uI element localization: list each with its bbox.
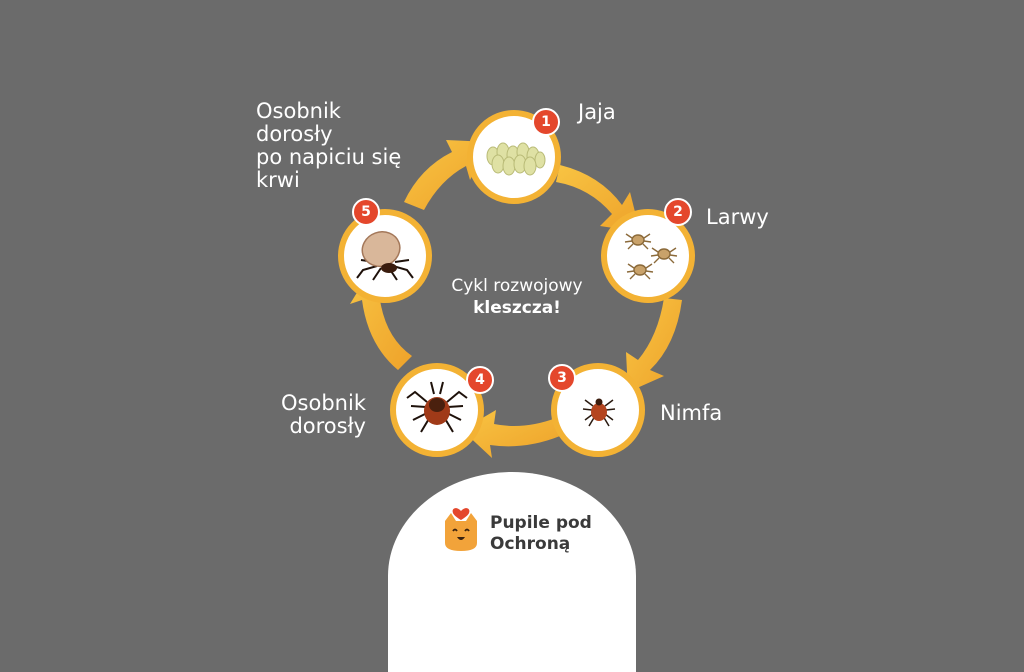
diagram-title-line1: Cykl rozwojowy bbox=[451, 276, 583, 296]
step-badge-5: 5 bbox=[352, 198, 380, 226]
step-badge-2: 2 bbox=[664, 198, 692, 226]
tick-life-cycle-diagram bbox=[338, 110, 695, 458]
stage-circle-5 bbox=[338, 209, 432, 303]
brand-name-line1: Pupile pod bbox=[490, 513, 592, 533]
step-badge-1: 1 bbox=[532, 108, 560, 136]
arrow-2-to-3 bbox=[626, 298, 682, 392]
stage-circle-1 bbox=[467, 110, 561, 204]
nymph-icon bbox=[582, 398, 616, 427]
brand-logo bbox=[445, 508, 477, 551]
stage-label-5: Osobnik dorosły po napiciu się krwi bbox=[256, 99, 402, 192]
diagram-title: Cykl rozwojowy kleszcza! bbox=[412, 275, 622, 319]
stage-circle-2 bbox=[601, 209, 695, 303]
stage-label-4: Osobnik dorosły bbox=[281, 391, 366, 438]
adult-tick-icon bbox=[406, 381, 468, 433]
cat-face-icon bbox=[445, 513, 477, 551]
stage-label-2: Larwy bbox=[706, 205, 769, 229]
diagram-title-line2: kleszcza! bbox=[473, 298, 561, 318]
heart-icon bbox=[452, 508, 470, 520]
stage-label-3: Nimfa bbox=[660, 401, 723, 425]
brand-name-line2: Ochroną bbox=[490, 534, 571, 554]
brand-name: Pupile pod Ochroną bbox=[490, 513, 592, 555]
stage-circle-4 bbox=[390, 363, 484, 457]
larvae-icon bbox=[624, 233, 678, 280]
engorged-tick-icon bbox=[356, 231, 414, 281]
eggs-icon bbox=[486, 142, 546, 176]
step-badge-4: 4 bbox=[466, 366, 494, 394]
stage-circle-3 bbox=[551, 363, 645, 457]
brand-panel bbox=[388, 472, 636, 672]
stage-label-1: Jaja bbox=[578, 100, 616, 124]
arrow-1-to-2 bbox=[556, 165, 640, 232]
step-badge-3: 3 bbox=[548, 364, 576, 392]
arrow-3-to-4 bbox=[462, 410, 560, 458]
